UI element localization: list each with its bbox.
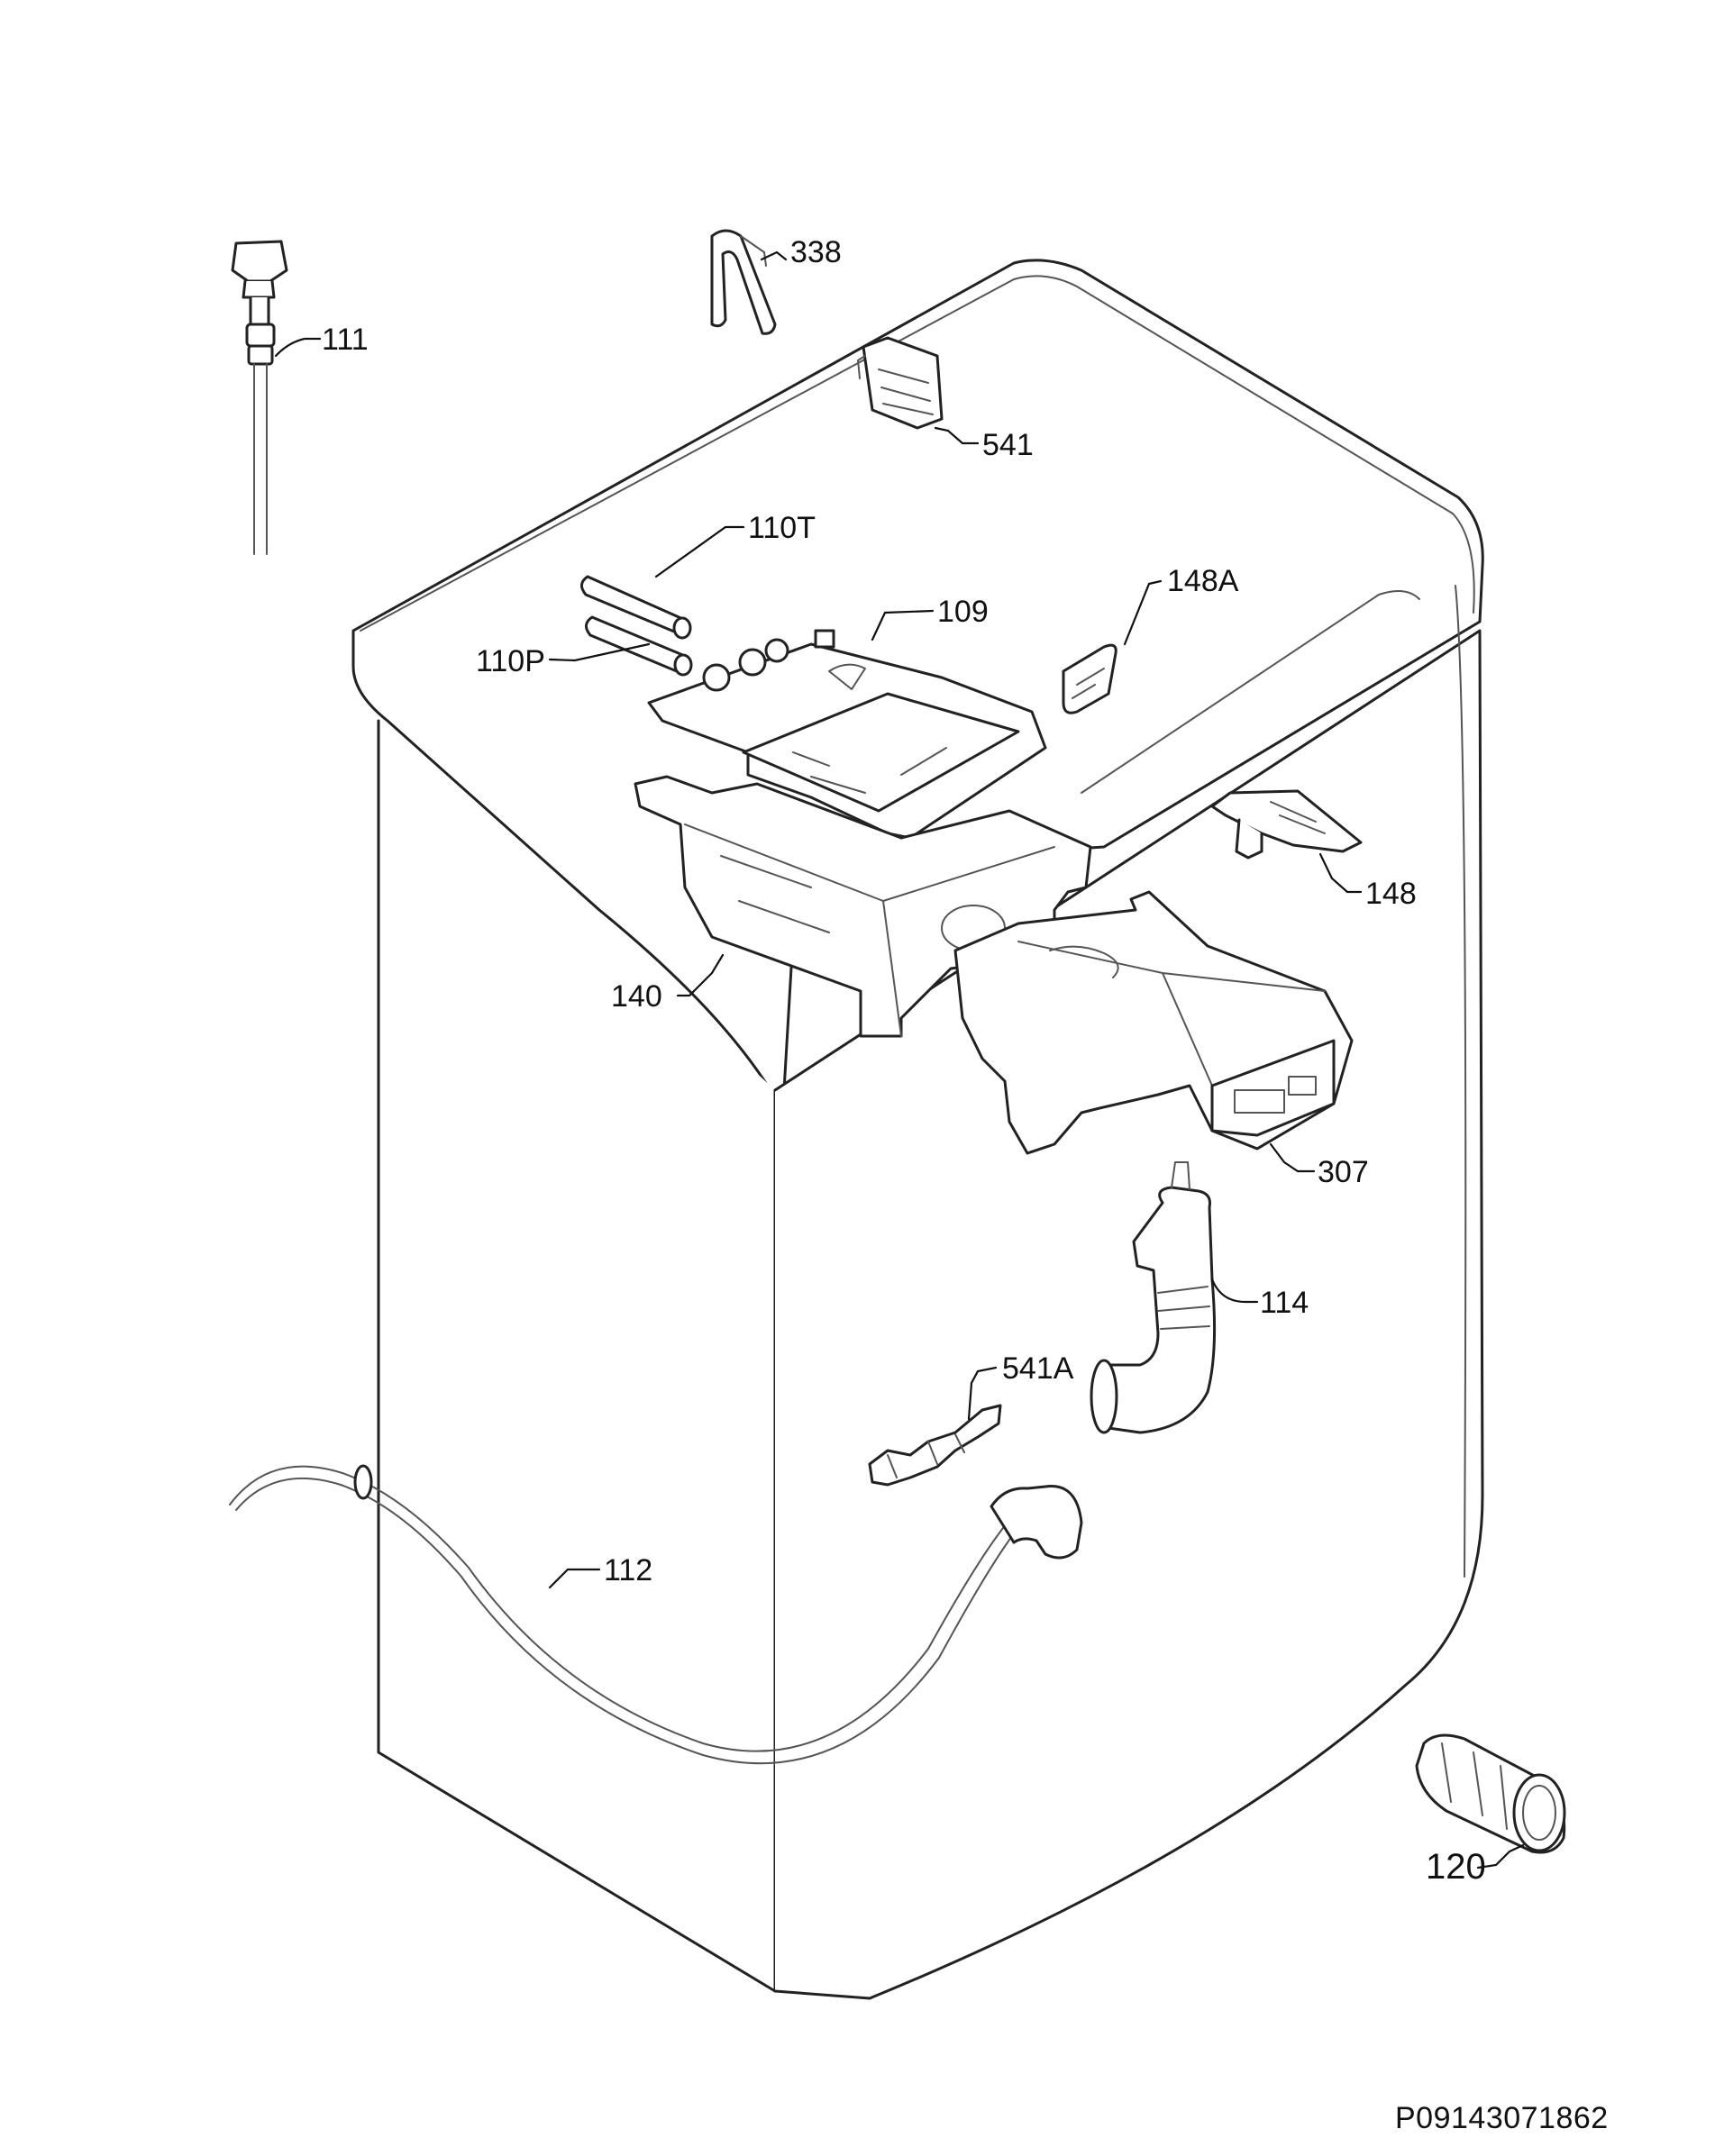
callout-148A: 148A (1167, 564, 1239, 598)
leader-114 (1210, 1278, 1259, 1304)
clamp-541A (868, 1404, 1002, 1487)
callout-110P: 110P (476, 644, 545, 678)
small-hoses-110 (580, 575, 693, 677)
callout-112: 112 (604, 1553, 652, 1587)
leader-112 (548, 1568, 601, 1589)
leader-307 (1269, 1142, 1316, 1173)
callout-307: 307 (1318, 1155, 1369, 1189)
inlet-hose-111 (231, 240, 288, 555)
callout-541A: 541A (1002, 1351, 1074, 1386)
leader-338 (760, 250, 788, 261)
callout-140: 140 (611, 979, 662, 1014)
leader-110T (654, 525, 745, 578)
dispenser-drawer-307 (953, 890, 1354, 1155)
leader-lines (274, 250, 1525, 1869)
callout-541: 541 (982, 428, 1034, 462)
drain-hose-112 (229, 1464, 1083, 1765)
callout-111: 111 (322, 323, 369, 357)
leader-541A (967, 1366, 998, 1421)
filter-120 (1415, 1733, 1566, 1854)
callout-110T: 110T (748, 511, 816, 545)
leader-148A (1123, 579, 1163, 646)
callout-120: 120 (1426, 1847, 1486, 1887)
leader-541 (934, 426, 980, 445)
callout-148: 148 (1365, 877, 1417, 911)
flap-148 (1210, 789, 1363, 860)
bellows-hose-114 (1090, 1161, 1217, 1434)
callout-109: 109 (937, 595, 989, 629)
leader-140 (676, 953, 725, 997)
bracket-541 (857, 336, 944, 430)
leader-109 (871, 609, 935, 641)
callout-338: 338 (790, 235, 842, 269)
callout-114: 114 (1260, 1286, 1309, 1320)
clip-148A (1062, 643, 1117, 714)
leader-120 (1476, 1843, 1525, 1869)
leader-111 (274, 337, 322, 358)
leader-148 (1318, 852, 1363, 894)
washer-cabinet (351, 259, 1484, 2000)
leader-110P (548, 642, 651, 662)
u-clip-338 (710, 229, 777, 335)
drawing-id: P09143071862 (1395, 2101, 1609, 2135)
callout-labels: 338 111 541 110T 148A 110P 109 148 140 3… (322, 235, 1486, 1887)
